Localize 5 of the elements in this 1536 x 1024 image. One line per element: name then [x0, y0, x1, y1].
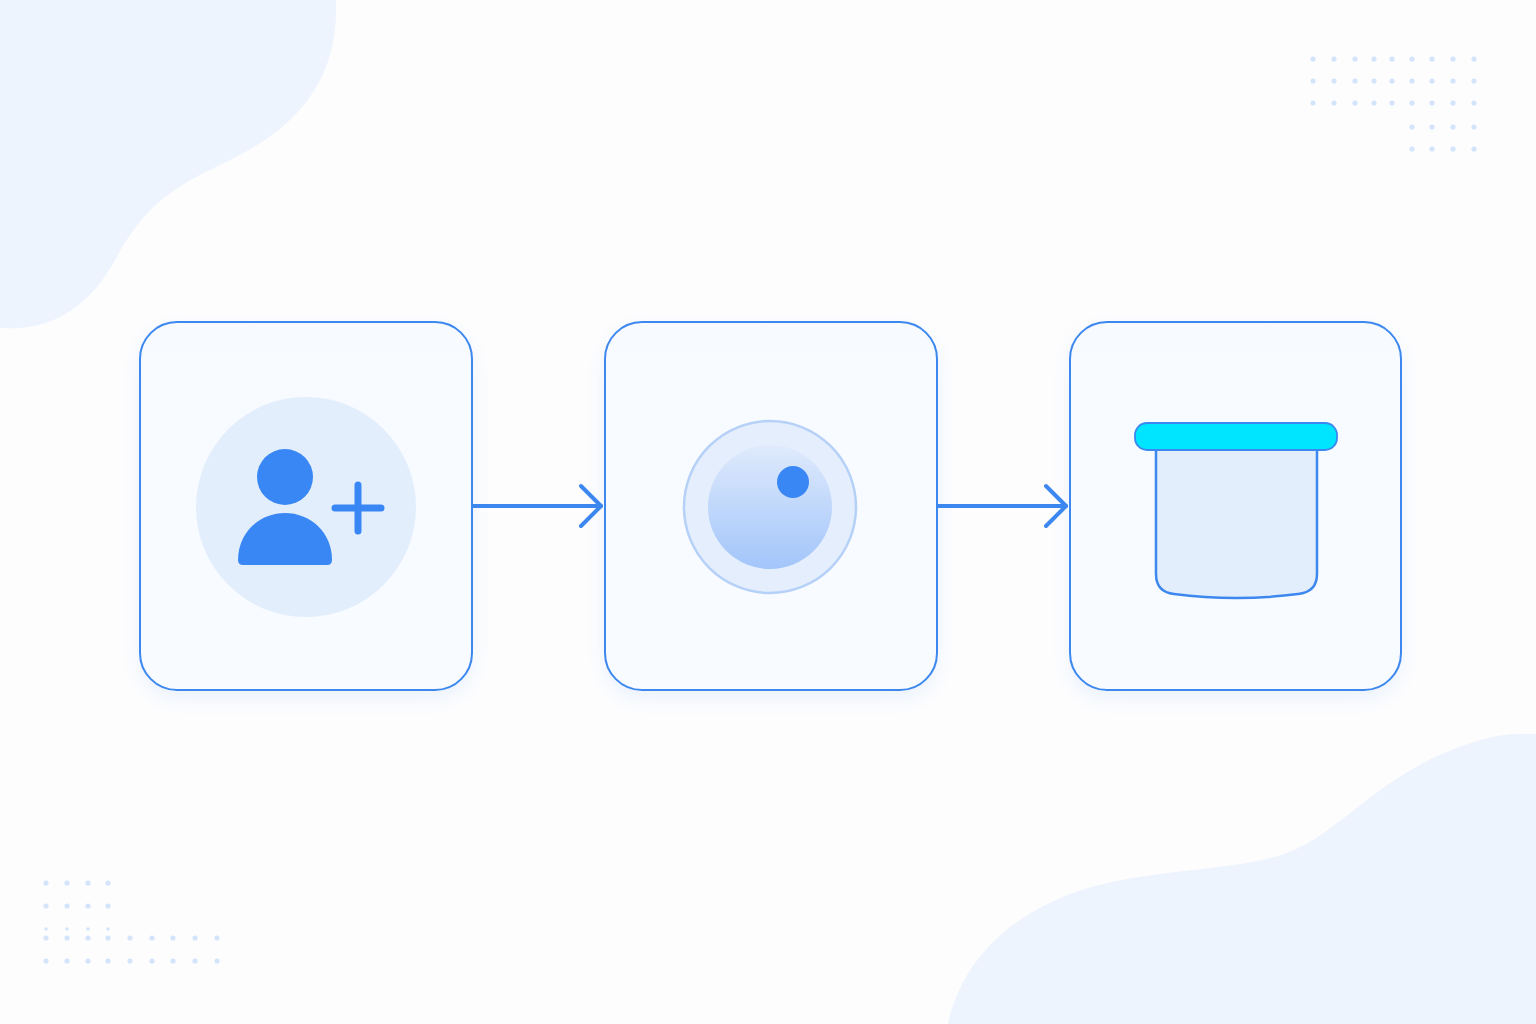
arrow [936, 484, 1068, 528]
arrow [471, 484, 603, 528]
process-box [139, 321, 473, 691]
process-box [604, 321, 938, 691]
process-box [1069, 321, 1402, 691]
